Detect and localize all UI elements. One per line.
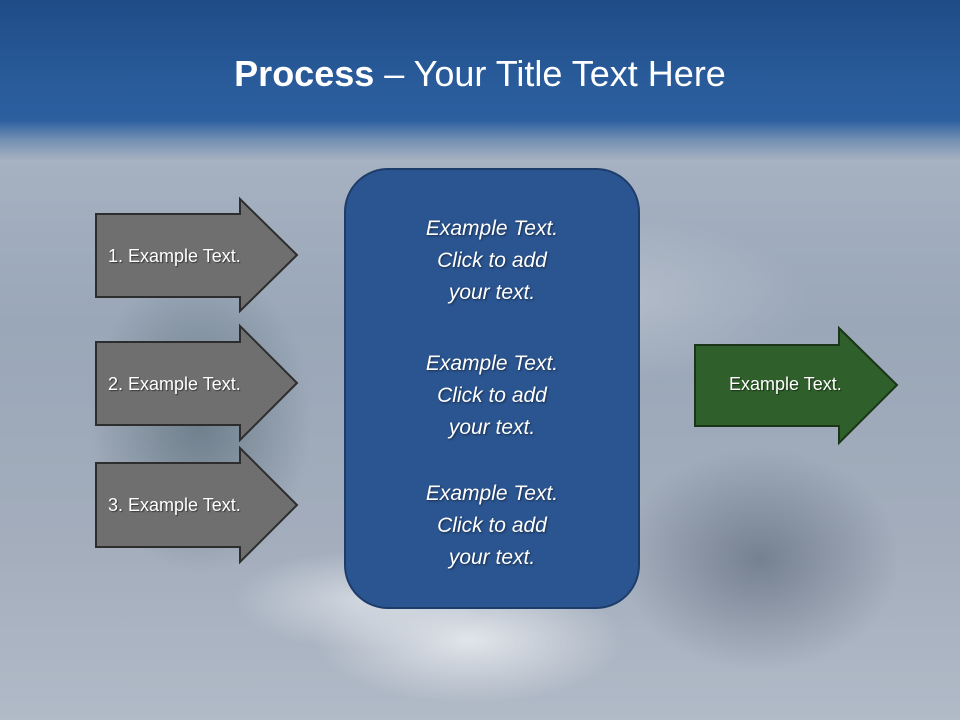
left-arrow-1-label: 1. Example Text. [108, 246, 241, 266]
right-arrow[interactable] [694, 325, 899, 446]
slide-title[interactable]: Process – Your Title Text Here [0, 52, 960, 96]
left-arrow-2-label: 2. Example Text. [108, 374, 241, 394]
left-arrow-3-label: 3. Example Text. [108, 495, 241, 515]
title-rest: – Your Title Text Here [374, 53, 726, 94]
center-text-block-2[interactable]: Example Text. Click to add your text. [425, 352, 559, 439]
title-bold: Process [234, 53, 375, 94]
left-arrow-2[interactable] [95, 323, 299, 443]
right-arrow-label: Example Text. [729, 374, 842, 394]
left-arrow-1[interactable] [95, 196, 299, 314]
center-text-block-1[interactable]: Example Text. Click to add your text. [425, 217, 559, 304]
title-bar [0, 0, 960, 160]
left-arrow-3[interactable] [95, 445, 299, 565]
center-content-box[interactable] [344, 168, 640, 609]
center-text-block-3[interactable]: Example Text. Click to add your text. [425, 482, 559, 569]
